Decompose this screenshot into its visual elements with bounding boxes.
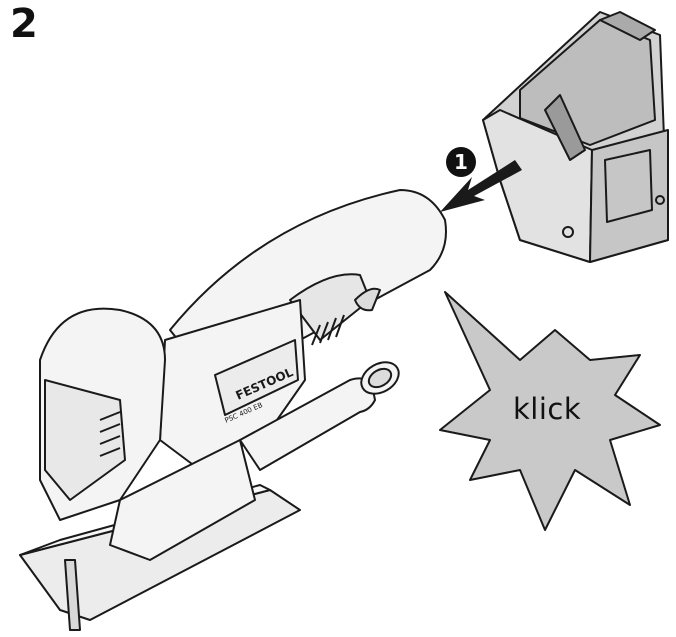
battery-pack: [482, 11, 669, 263]
jigsaw-tool: [19, 189, 447, 631]
insertion-arrow: [440, 160, 522, 212]
step-callout-badge: 1: [446, 147, 476, 177]
click-sound-label: klick: [513, 392, 582, 426]
click-starburst: [439, 291, 661, 531]
step-number: 2: [10, 1, 38, 47]
